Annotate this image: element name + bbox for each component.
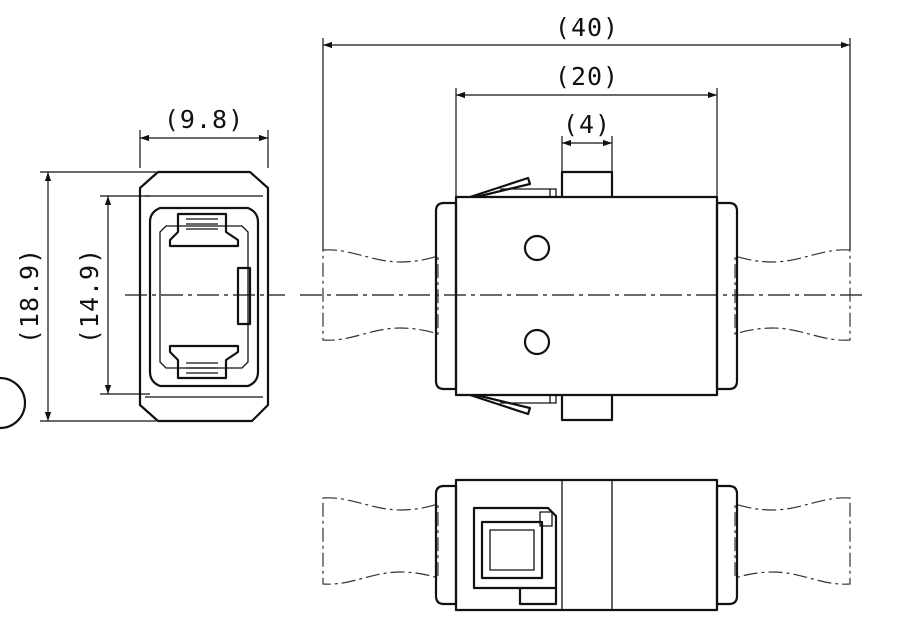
dim-inner-height: (14.9): [75, 248, 104, 344]
dim-outer-height: (18.9): [15, 248, 44, 344]
side-view-bottom: [322, 478, 851, 612]
dim-body-length: (20): [555, 62, 619, 91]
dim-tab-width: (4): [563, 110, 611, 139]
front-view: [0, 170, 285, 430]
side-view-top: [300, 170, 865, 422]
dim-total-length: (40): [555, 13, 619, 42]
dim-width-front: (9.8): [164, 105, 244, 134]
dimension-lines: [40, 38, 851, 422]
